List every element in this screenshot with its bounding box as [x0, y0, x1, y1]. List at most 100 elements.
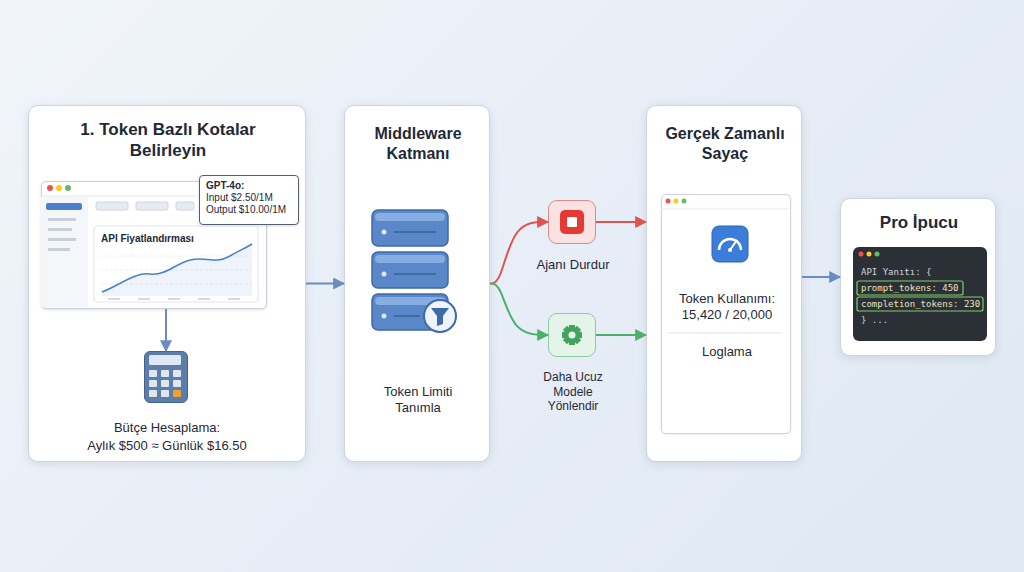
window-dot — [875, 252, 880, 257]
stop-symbol — [560, 210, 584, 234]
log-label: Loglama — [667, 344, 787, 360]
callout-text: Input $2.50/1M Output $10.00/1M — [206, 192, 296, 216]
step-panel: Middleware KatmanıToken Limiti Tanımla — [344, 105, 490, 462]
server-unit — [372, 252, 448, 288]
stop-icon-box: Ajanı Durdur — [548, 200, 596, 244]
panel-title: Middleware Katmanı — [350, 124, 486, 163]
sidebar-item — [46, 203, 82, 210]
gauge-icon — [712, 226, 748, 262]
code-line: } ... — [861, 315, 985, 326]
grid-line — [100, 256, 252, 257]
flow-arrow — [490, 222, 548, 284]
step-panel: 1. Token Bazlı Kotalar BelirleyinAPI Fiy… — [28, 105, 306, 462]
gear-tooth — [563, 326, 581, 344]
calculator-key — [149, 370, 157, 377]
gear-icon-box: Daha Ucuz Modele Yönlendir — [548, 313, 596, 357]
tip-panel: Pro İpucuAPI Yanıtı: { prompt_tokens: 450… — [840, 198, 996, 356]
panel-title: Pro İpucu — [846, 213, 992, 234]
code-line: prompt_tokens: 450 — [861, 283, 985, 294]
server-unit — [372, 210, 448, 246]
gauge-needle — [730, 240, 737, 250]
window-dot — [666, 199, 671, 204]
panel-title: 1. Token Bazlı Kotalar Belirleyin — [53, 120, 283, 161]
axis-tick — [228, 298, 240, 300]
tab — [176, 202, 194, 210]
code-line: completion_tokens: 230 — [861, 299, 985, 310]
window-dot — [47, 185, 53, 191]
gear-hole — [569, 332, 576, 339]
highlight-box — [857, 281, 963, 295]
chart-area — [102, 244, 252, 296]
gear-body — [564, 327, 580, 343]
window-header-line — [661, 209, 789, 210]
window-dot — [674, 199, 679, 204]
calculator-key — [161, 380, 169, 387]
sidebar-item — [48, 248, 70, 251]
flow-arrow — [490, 284, 548, 336]
chart-title: API Fiyatlandırması — [101, 233, 251, 245]
window-dot — [867, 252, 872, 257]
sidebar — [41, 197, 88, 307]
server-slot — [394, 273, 436, 275]
gear-tooth — [562, 332, 582, 338]
axis-tick — [198, 298, 210, 300]
callout-heading: GPT-4o: — [206, 180, 296, 192]
grid-line — [100, 284, 252, 285]
calculator-key — [173, 380, 181, 387]
server-light — [382, 230, 387, 235]
panel-caption: Token Limiti Tanımla — [368, 384, 468, 416]
axis-tick — [138, 298, 150, 300]
server-slot — [394, 315, 420, 317]
calculator-key — [173, 390, 181, 397]
tab — [136, 202, 168, 210]
budget-value: Aylık $500 ≈ Günlük $16.50 — [47, 438, 287, 454]
separator — [668, 333, 782, 334]
gear-tooth — [563, 326, 581, 344]
server-light — [382, 272, 387, 277]
server-highlight — [375, 213, 445, 221]
flow-arrow — [306, 283, 344, 285]
flow-arrow — [802, 276, 840, 278]
server-unit — [372, 294, 448, 330]
price-callout: GPT-4o:Input $2.50/1M Output $10.00/1M — [199, 175, 299, 225]
tab — [96, 202, 128, 210]
usage-counter: Token Kullanımı: 15,420 / 20,000 — [667, 291, 787, 323]
sidebar-item — [48, 218, 76, 221]
axis-tick — [108, 298, 120, 300]
step-panel: Gerçek Zamanlı SayaçToken Kullanımı: 15,… — [646, 105, 802, 462]
gauge-arc — [719, 239, 741, 250]
chart-line — [102, 244, 252, 292]
highlight-box — [857, 297, 983, 311]
filter-symbol — [431, 308, 449, 326]
calculator-icon: Bütçe Hesaplama:Aylık $500 ≈ Günlük $16.… — [144, 351, 188, 403]
calculator-key — [161, 370, 169, 377]
code-line: API Yanıtı: { — [861, 267, 985, 278]
flow-arrow — [165, 309, 167, 351]
budget-label: Bütçe Hesaplama: — [47, 420, 287, 436]
counter-screen: Token Kullanımı: 15,420 / 20,000Loglama — [661, 194, 791, 434]
server-light — [382, 314, 387, 319]
window-dot — [682, 199, 687, 204]
calculator-key — [173, 370, 181, 377]
window-dot — [859, 252, 864, 257]
calculator-key — [161, 390, 169, 397]
browser-header-line — [41, 196, 196, 197]
branch-label: Ajanı Durdur — [518, 257, 628, 273]
calculator-key — [149, 390, 157, 397]
code-block: API Yanıtı: { prompt_tokens: 450 completio… — [853, 247, 987, 341]
flow-arrow — [596, 221, 646, 223]
chart-card — [94, 226, 258, 302]
window-dot — [56, 185, 62, 191]
server-slot — [394, 231, 436, 233]
panel-title: Gerçek Zamanlı Sayaç — [652, 124, 798, 163]
server-highlight — [375, 255, 445, 263]
axis-tick — [168, 298, 180, 300]
gear-tooth — [569, 325, 575, 345]
filter-badge — [424, 300, 456, 332]
sidebar-item — [48, 228, 72, 231]
stop-square — [567, 217, 577, 227]
sidebar-item — [48, 238, 76, 241]
grid-line — [100, 270, 252, 271]
calculator-screen — [149, 355, 181, 365]
